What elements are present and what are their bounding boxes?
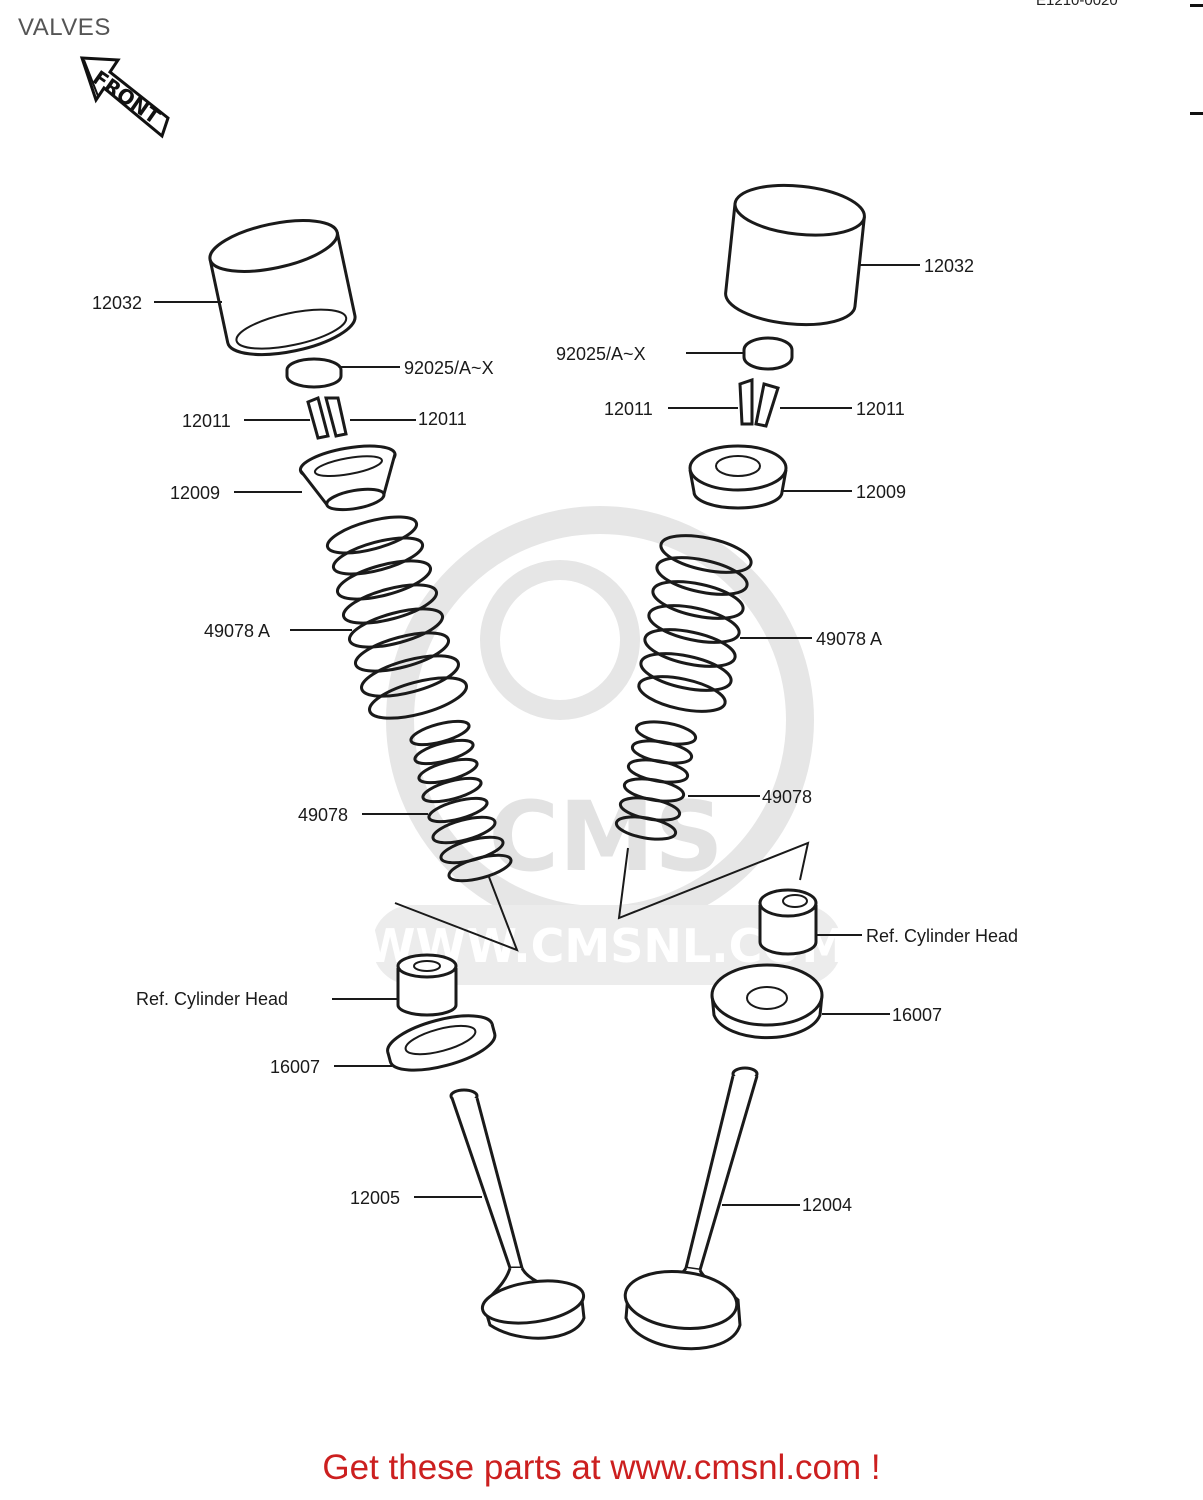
retainer-left xyxy=(298,444,397,512)
label-cotter-left-b: 12011 xyxy=(418,409,467,429)
valve-seat-left xyxy=(386,1014,497,1072)
leader-lines xyxy=(154,264,920,1206)
inner-spring-left xyxy=(409,719,513,883)
label-lifter-left: 12032 xyxy=(92,293,142,313)
label-seat-left: 16007 xyxy=(270,1057,320,1077)
label-outer-spring-right: 49078 A xyxy=(816,629,882,649)
lifter-right xyxy=(724,183,866,327)
watermark-logo: CMS xyxy=(488,781,723,893)
valve-guide-left xyxy=(396,953,458,1017)
label-shim-left: 92025/A~X xyxy=(404,358,494,378)
diagram-code: E1210-0020 xyxy=(1036,0,1118,9)
label-seat-right: 16007 xyxy=(892,1005,942,1025)
front-arrow-icon: FRONT xyxy=(79,56,170,139)
exhaust-valve xyxy=(449,1088,586,1340)
retainer-right xyxy=(688,444,788,510)
intake-valve xyxy=(623,1066,759,1351)
label-inner-spring-right: 49078 xyxy=(762,787,812,807)
front-label: FRONT xyxy=(88,65,165,129)
label-cotter-left-a: 12011 xyxy=(182,411,231,431)
label-exhaust-valve: 12005 xyxy=(350,1188,400,1208)
label-cotter-right-b: 12011 xyxy=(856,399,905,419)
valve-guide-right xyxy=(758,888,818,956)
valve-seat-right xyxy=(710,963,824,1040)
cotter-left-a xyxy=(306,395,330,440)
label-cotter-right-a: 12011 xyxy=(604,399,653,419)
label-ref-cylinder-head-left: Ref. Cylinder Head xyxy=(136,989,288,1009)
left-assembly xyxy=(208,219,586,1340)
assembly-guide-left xyxy=(394,876,519,952)
label-shim-right: 92025/A~X xyxy=(556,344,646,364)
label-lifter-right: 12032 xyxy=(924,256,974,276)
label-inner-spring-left: 49078 xyxy=(298,805,348,825)
outer-spring-left xyxy=(325,515,468,720)
part-labels: 12032 92025/A~X 12011 12011 12009 49078 … xyxy=(92,256,1018,1215)
inner-spring-right xyxy=(614,720,698,841)
label-ref-cylinder-head-right: Ref. Cylinder Head xyxy=(866,926,1018,946)
cotter-right-b xyxy=(754,382,780,428)
get-parts-link[interactable]: Get these parts at www.cmsnl.com ! xyxy=(322,1448,881,1487)
label-outer-spring-left: 49078 A xyxy=(204,621,270,641)
assembly-guide-right xyxy=(617,841,810,920)
label-intake-valve: 12004 xyxy=(802,1195,852,1215)
label-retainer-right: 12009 xyxy=(856,482,906,502)
page-title: VALVES xyxy=(18,14,111,41)
lifter-left xyxy=(208,219,357,357)
watermark-face xyxy=(480,560,640,720)
cotter-left-b xyxy=(324,396,348,438)
right-assembly xyxy=(614,183,866,1351)
label-retainer-left: 12009 xyxy=(170,483,220,503)
corner-mark xyxy=(1190,112,1203,115)
corner-mark xyxy=(1190,4,1203,7)
cotter-right-a xyxy=(738,377,754,426)
outer-spring-right xyxy=(637,534,753,713)
watermark-banner xyxy=(372,905,842,985)
